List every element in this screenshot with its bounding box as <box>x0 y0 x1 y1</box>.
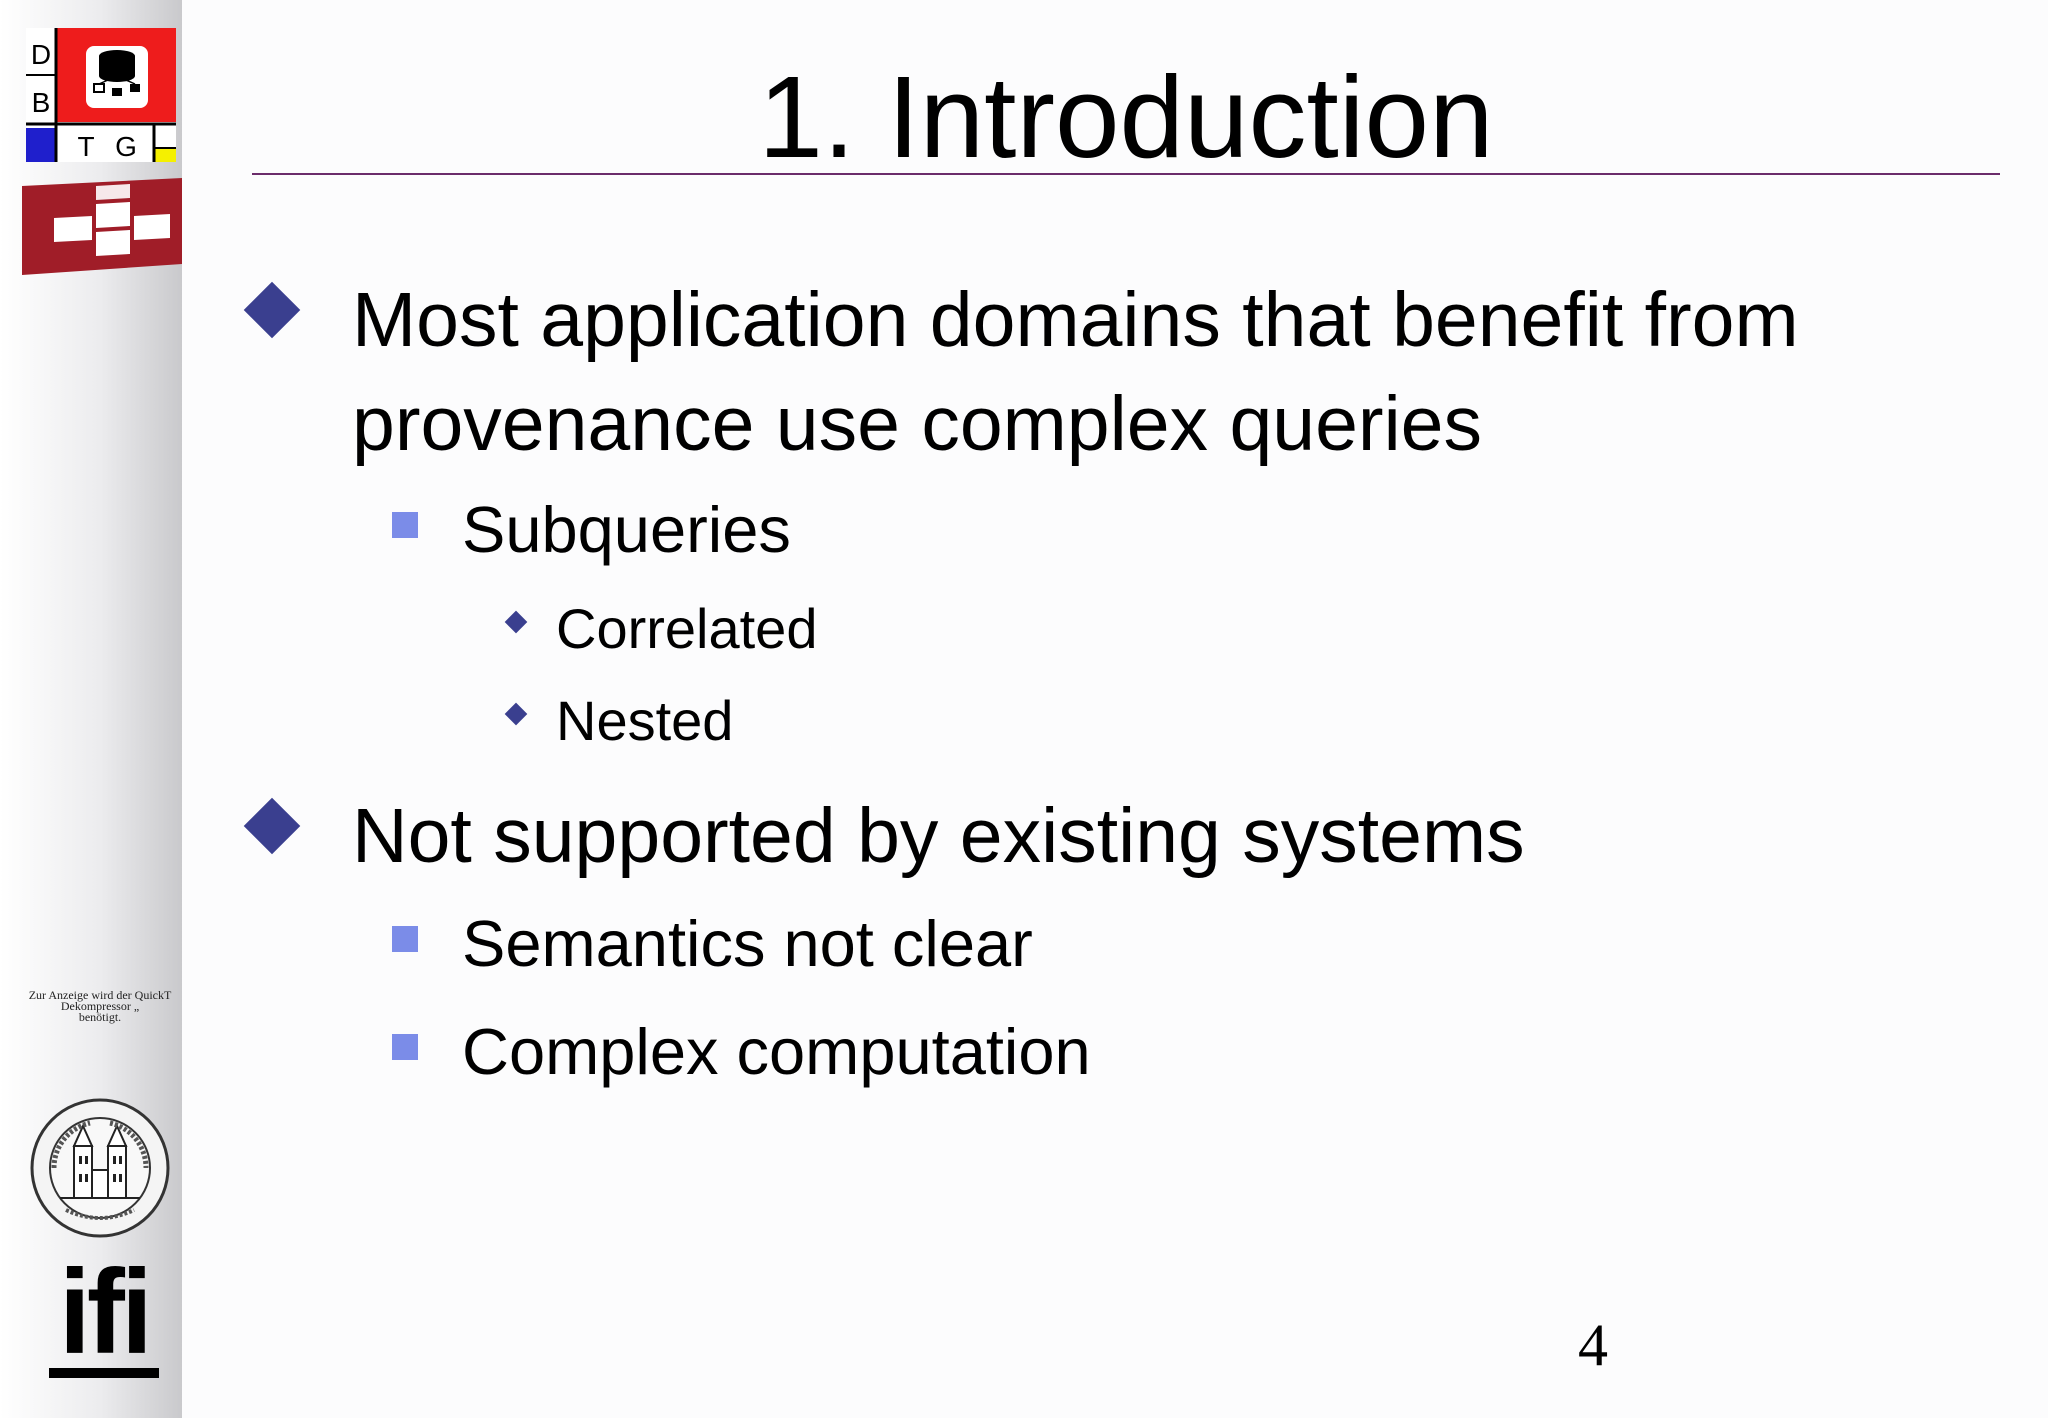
dbtg-logo: D B T G <box>26 28 176 162</box>
ifi-logo-text: ifi <box>59 1245 153 1379</box>
quicktime-note-line3: benötigt. <box>78 1010 122 1024</box>
sub-bullet-square-icon <box>392 512 418 538</box>
ifi-logo-underline <box>49 1368 159 1378</box>
sidebar: D B T G Zur Anzeige wird der QuickT Deko… <box>0 0 182 1418</box>
logo-letter-b: B <box>32 87 51 118</box>
logo-letter-g: G <box>115 131 137 162</box>
title-divider <box>252 173 2000 175</box>
sub-sub-bullet-diamond-icon <box>504 702 528 726</box>
page-number: 4 <box>1578 1312 1608 1378</box>
sub-bullet-complex-computation: Complex computation <box>462 1015 1091 1088</box>
bullet-diamond-icon <box>243 281 301 339</box>
sub-sub-bullet-correlated: Correlated <box>556 597 818 660</box>
logo-letter-t: T <box>77 131 94 162</box>
sub-bullet-semantics: Semantics not clear <box>462 907 1033 980</box>
bullet-1-line-1: Most application domains that benefit fr… <box>352 277 1799 363</box>
quicktime-placeholder-note: Zur Anzeige wird der QuickT Dekompressor… <box>20 988 180 1024</box>
sub-sub-bullet-diamond-icon <box>504 610 528 634</box>
bullet-diamond-icon <box>243 797 301 855</box>
sub-bullet-square-icon <box>392 926 418 952</box>
bullet-1-line-2: provenance use complex queries <box>352 381 1482 467</box>
quicktime-note-line2: Dekompressor „ <box>60 999 140 1013</box>
ifi-logo: ifi <box>46 1245 162 1390</box>
sub-bullet-subqueries: Subqueries <box>462 493 791 566</box>
logo-letter-d: D <box>31 39 51 70</box>
sub-bullet-square-icon <box>392 1034 418 1060</box>
slide-title: 1. Introduction <box>758 52 1494 182</box>
quicktime-note-line1: Zur Anzeige wird der QuickT <box>28 988 172 1002</box>
sub-sub-bullet-nested: Nested <box>556 689 734 752</box>
university-seal-icon <box>30 1098 170 1238</box>
flag-logo <box>22 178 182 275</box>
bullet-2: Not supported by existing systems <box>352 793 1525 879</box>
